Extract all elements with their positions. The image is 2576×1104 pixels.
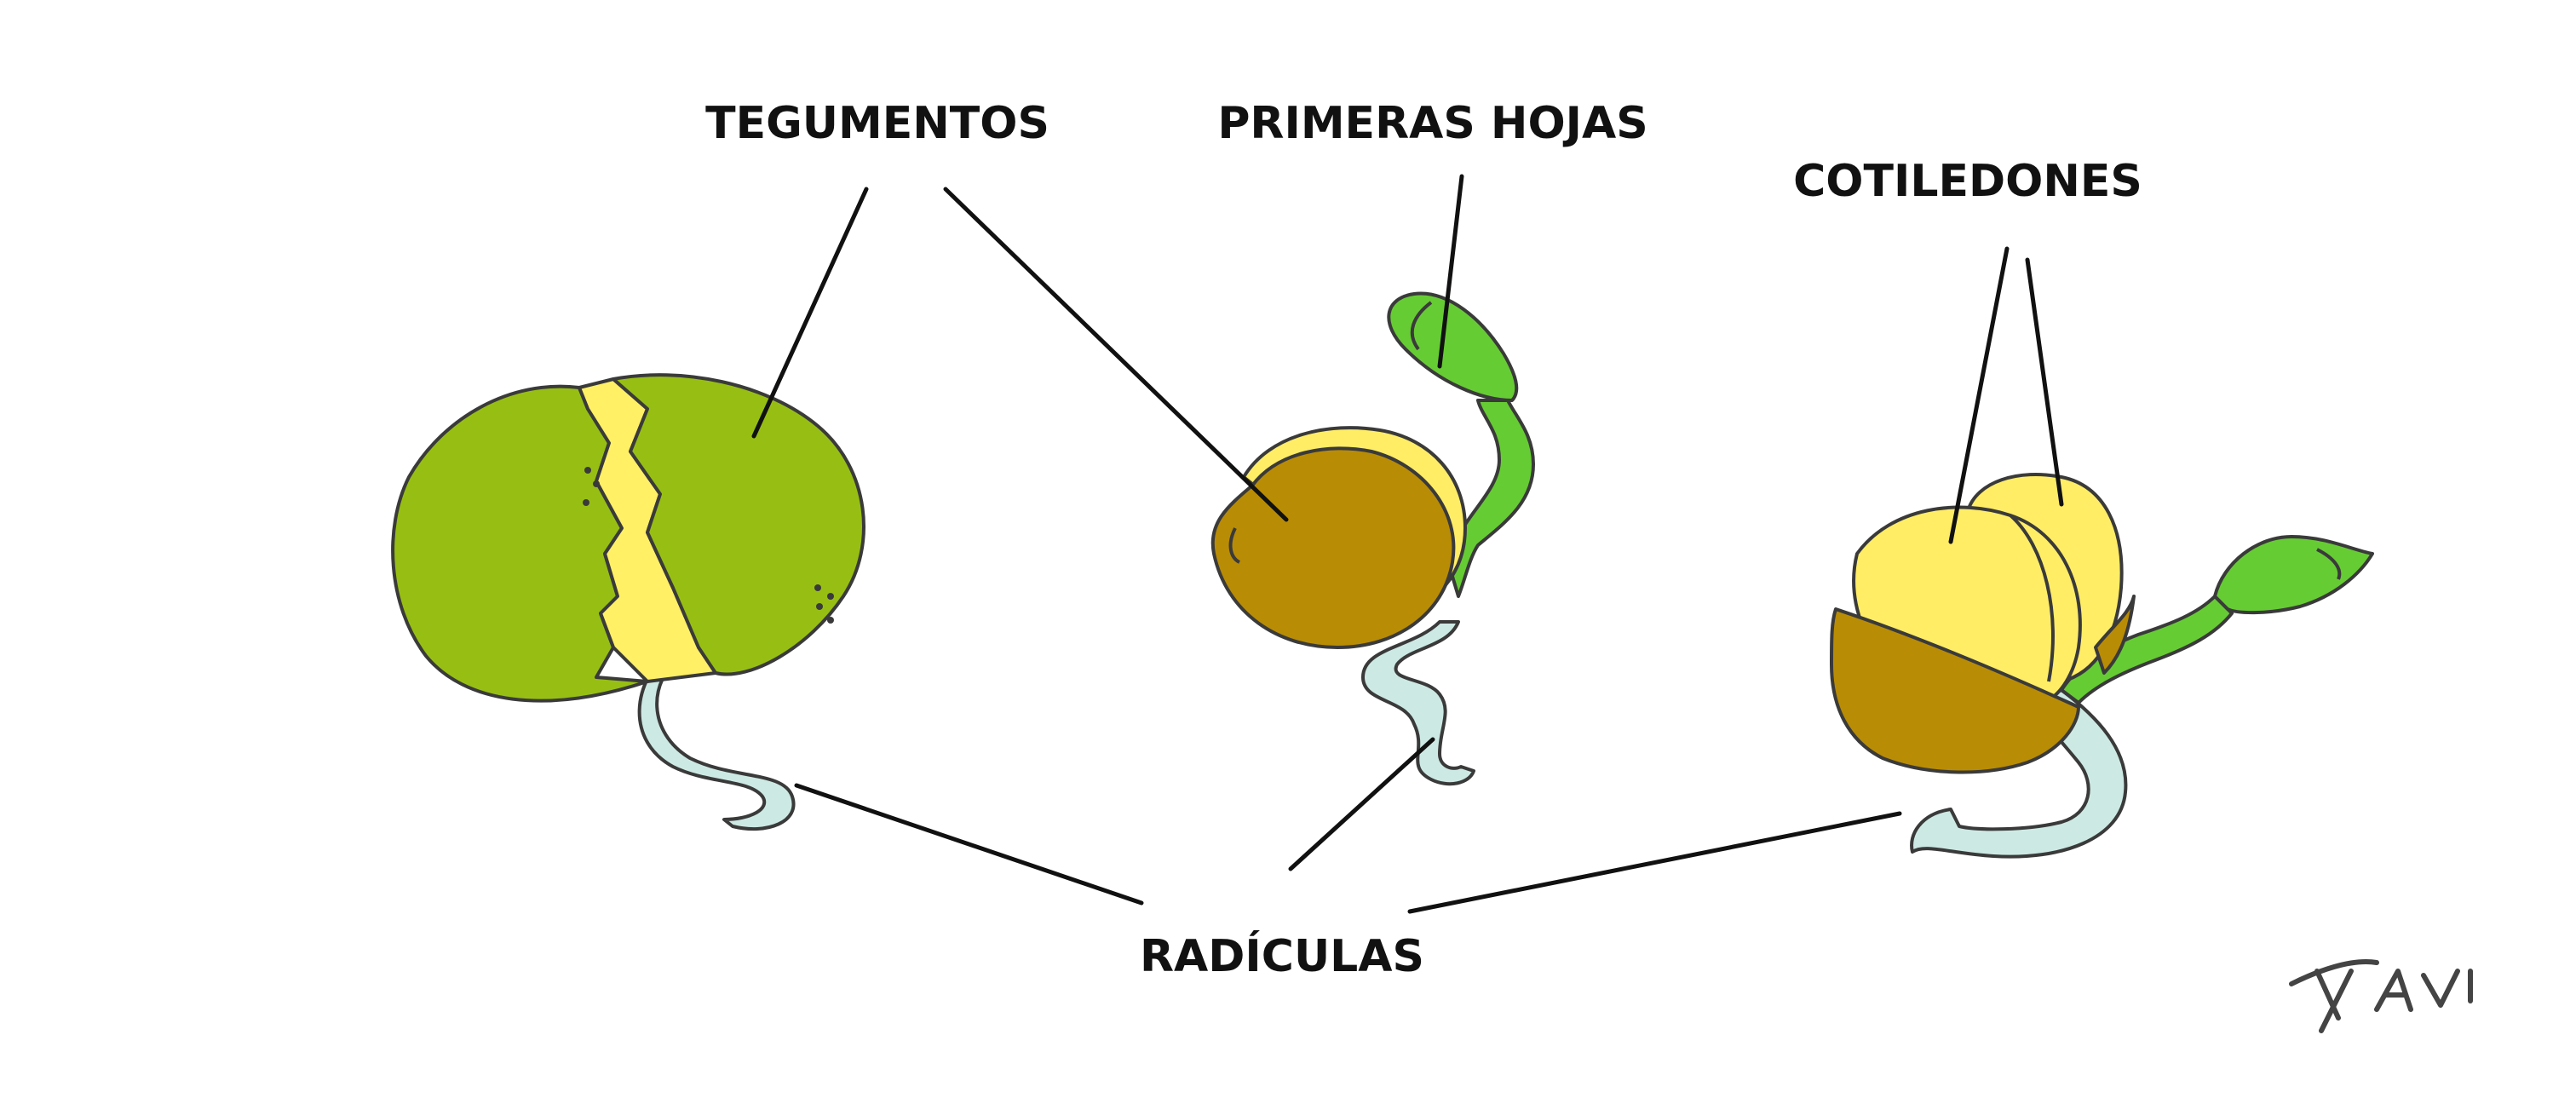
artist-signature [2289, 959, 2473, 1033]
leader-cotiledones-1 [1948, 246, 2010, 544]
seed-1-speckles [583, 467, 834, 624]
seed-1-radicle [637, 646, 796, 831]
seed-3 [1830, 473, 2374, 859]
seed-3-leaf [2213, 535, 2374, 615]
leader-lines [751, 174, 2064, 914]
seed-2-stem [1446, 399, 1535, 598]
leader-tegumentos-2 [943, 187, 1289, 522]
label-tegumentos: TEGUMENTOS [705, 98, 1049, 149]
seed-1-coat-right [612, 373, 865, 676]
leader-radiculas-3 [1407, 811, 1902, 914]
seed-2 [1210, 291, 1535, 786]
label-radiculas: RADÍCULAS [1140, 930, 1424, 982]
leader-radiculas-2 [1288, 737, 1435, 871]
leader-tegumentos-1 [751, 187, 869, 439]
seed-2-coat [1210, 446, 1456, 649]
seed-2-radicle [1361, 620, 1475, 786]
seed-1 [391, 373, 865, 831]
seed-3-coat [1830, 607, 2080, 774]
leader-primeras-hojas [1437, 174, 1464, 369]
label-cotiledones: COTILEDONES [1793, 156, 2142, 207]
leader-radiculas-1 [794, 783, 1144, 906]
leader-cotiledones-2 [2025, 257, 2064, 507]
label-primeras-hojas: PRIMERAS HOJAS [1217, 98, 1647, 149]
seed-2-leaf [1387, 291, 1519, 402]
seed-3-radicle [1910, 688, 2128, 859]
